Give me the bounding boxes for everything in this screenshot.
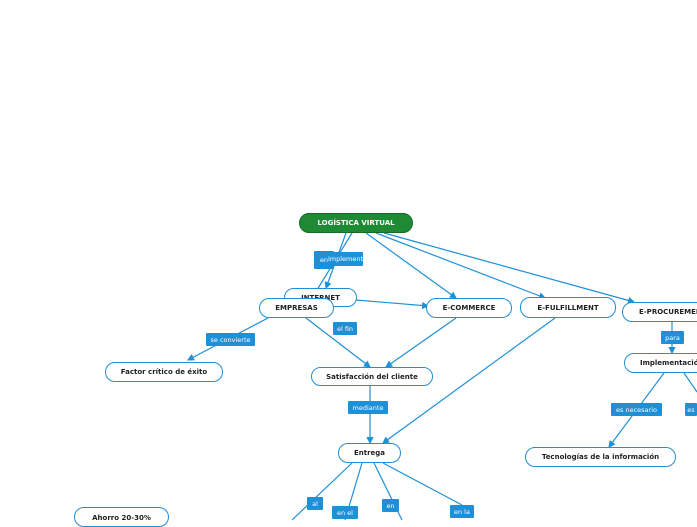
edge-internet-ecommerce (355, 299, 430, 310)
topic-ahorro[interactable]: Ahorro 20-30% (74, 507, 169, 527)
edge-entrega-al (291, 462, 353, 520)
link-label-es-necesario: es necesario (611, 403, 662, 416)
topic-e-fulfillment[interactable]: E-FULFILLMENT (520, 297, 616, 318)
edge-root-eprocurement (383, 232, 636, 304)
topic-implementacion[interactable]: Implementación (624, 353, 697, 373)
edge-root-ecommerce (365, 232, 457, 299)
link-label-en-2: en (382, 499, 399, 512)
link-label-al: al (307, 497, 323, 510)
link-label-mediante: mediante (348, 401, 388, 414)
link-label-en-la: en la (450, 505, 474, 518)
link-label-es: es (685, 403, 697, 416)
topic-empresas[interactable]: EMPRESAS (259, 298, 334, 318)
topic-e-procurement[interactable]: E-PROCUREMENT (622, 302, 697, 322)
edge-entrega-enla (382, 462, 463, 506)
edge-ecommerce-satisfaccion (385, 317, 457, 368)
topic-entrega[interactable]: Entrega (338, 443, 401, 463)
edge-implementacion-es (683, 372, 697, 393)
link-label-el-fin: el fin (333, 322, 357, 335)
topic-satisfaccion-cliente[interactable]: Satisfacción del cliente (311, 367, 433, 386)
link-label-se-convierte: se convierte (206, 333, 255, 346)
edge-root-efulfillment (375, 232, 547, 300)
edge-empresas-satisfaccion (305, 317, 371, 368)
topic-e-commerce[interactable]: E-COMMERCE (426, 298, 512, 318)
topic-tecnologias[interactable]: Tecnologías de la información (525, 447, 676, 467)
link-label-en-el: en el (332, 506, 358, 519)
topic-factor-critico[interactable]: Factor crítico de éxito (105, 362, 223, 382)
link-label-para: para (661, 331, 684, 344)
link-label-en: en (314, 251, 334, 269)
topic-logistica-virtual[interactable]: LOGÍSTICA VIRTUAL (299, 213, 413, 233)
edge-efulfillment-entrega (382, 317, 556, 444)
link-label-implementa: implementa (328, 252, 367, 266)
